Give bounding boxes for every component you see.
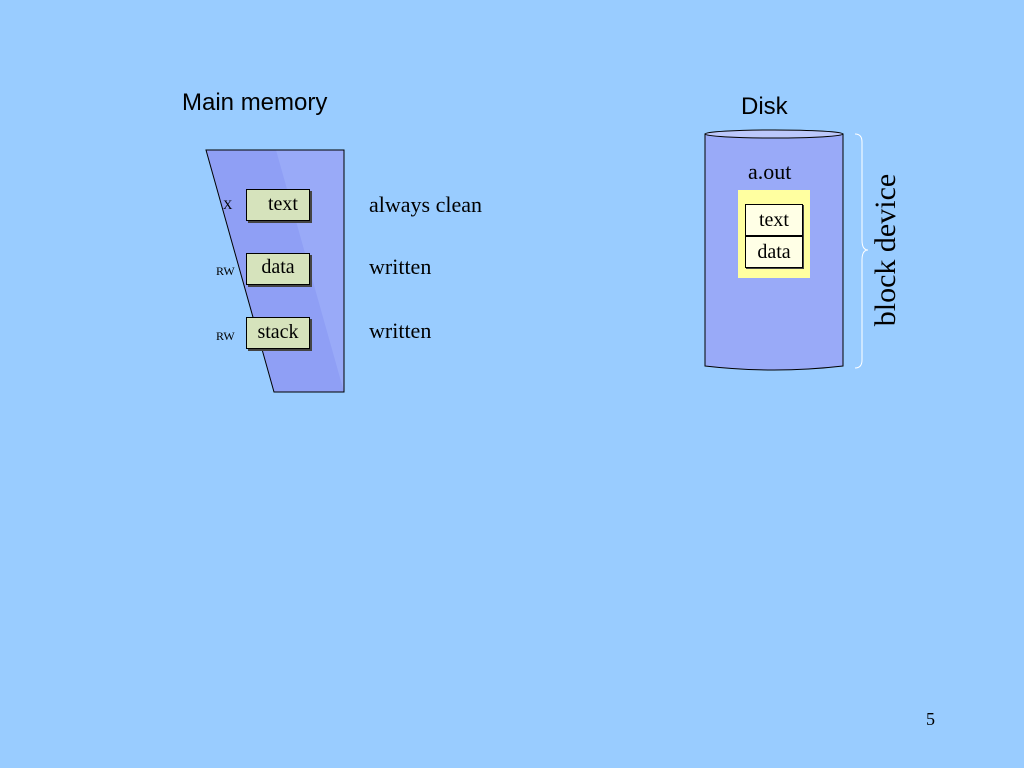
disk-title: Disk bbox=[741, 93, 788, 120]
text-permission: X bbox=[223, 197, 233, 212]
text-segment-state: always clean bbox=[369, 192, 482, 217]
page-number: 5 bbox=[926, 709, 935, 729]
stack-permission: RW bbox=[216, 329, 235, 343]
main-memory-title: Main memory bbox=[182, 89, 328, 116]
memory-data-segment: data bbox=[246, 253, 310, 285]
file-text-segment: text bbox=[745, 204, 803, 236]
data-permission: RW bbox=[216, 264, 235, 278]
stack-segment-state: written bbox=[369, 318, 432, 343]
file-data-segment: data bbox=[745, 236, 803, 268]
data-segment-state: written bbox=[369, 254, 432, 279]
memory-text-segment: text bbox=[246, 189, 310, 221]
block-device-label: block device bbox=[869, 173, 902, 327]
memory-stack-segment: stack bbox=[246, 317, 310, 349]
executable-file-name: a.out bbox=[748, 159, 792, 184]
block-device-brace bbox=[854, 133, 869, 369]
